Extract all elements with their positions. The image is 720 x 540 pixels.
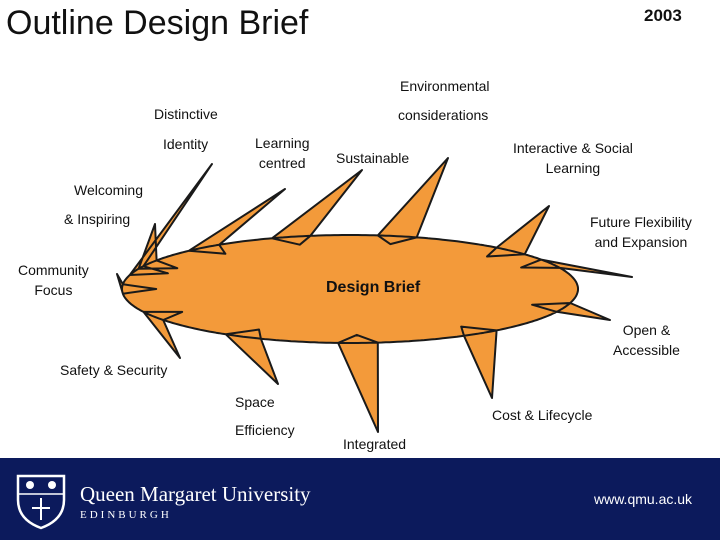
label-future-flexibility: Future Flexibility and Expansion — [590, 212, 692, 252]
label-cost-lifecycle: Cost & Lifecycle — [492, 407, 593, 423]
label-welcoming: Welcoming — [74, 182, 143, 198]
label-future-flexibility-line2: and Expansion — [594, 234, 688, 250]
year-label: 2003 — [644, 6, 682, 25]
label-environmental: Environmental — [400, 78, 490, 94]
label-safety-security: Safety & Security — [60, 362, 168, 378]
label-efficiency: Efficiency — [235, 422, 295, 438]
label-interactive-social-line1: Interactive & Social — [513, 140, 633, 156]
label-open-accessible: Open & Accessible — [613, 320, 680, 360]
label-community-focus-line1: Community — [18, 262, 89, 278]
design-brief-shape — [116, 157, 633, 433]
design-brief-diagram — [116, 157, 633, 433]
label-integrated: Integrated — [343, 436, 407, 452]
label-learning-centred-line1: Learning — [255, 135, 310, 151]
label-learning-centred: Learning centred — [255, 133, 310, 173]
university-crest-icon — [16, 474, 66, 530]
label-community-focus: Community Focus — [18, 260, 89, 300]
design-brief-label: Design Brief — [326, 279, 421, 296]
label-interactive-social-line2: Learning — [545, 160, 601, 176]
label-inspiring: & Inspiring — [64, 211, 131, 227]
label-open-accessible-line1: Open & — [622, 322, 671, 338]
university-name: Queen Margaret University — [80, 482, 311, 506]
label-sustainable: Sustainable — [336, 150, 410, 166]
label-identity: Identity — [163, 136, 209, 152]
university-city: EDINBURGH — [80, 509, 172, 521]
footer-banner: Queen Margaret University EDINBURGH www.… — [0, 458, 720, 540]
label-future-flexibility-line1: Future Flexibility — [590, 214, 692, 230]
label-space: Space — [235, 394, 275, 410]
slide-title: Outline Design Brief — [6, 4, 309, 42]
label-community-focus-line2: Focus — [34, 282, 73, 298]
label-distinctive: Distinctive — [154, 106, 218, 122]
label-learning-centred-line2: centred — [258, 155, 306, 171]
label-open-accessible-line2: Accessible — [613, 342, 680, 358]
university-url[interactable]: www.qmu.ac.uk — [594, 491, 693, 507]
label-considerations: considerations — [398, 107, 489, 123]
label-interactive-social: Interactive & Social Learning — [513, 138, 633, 178]
